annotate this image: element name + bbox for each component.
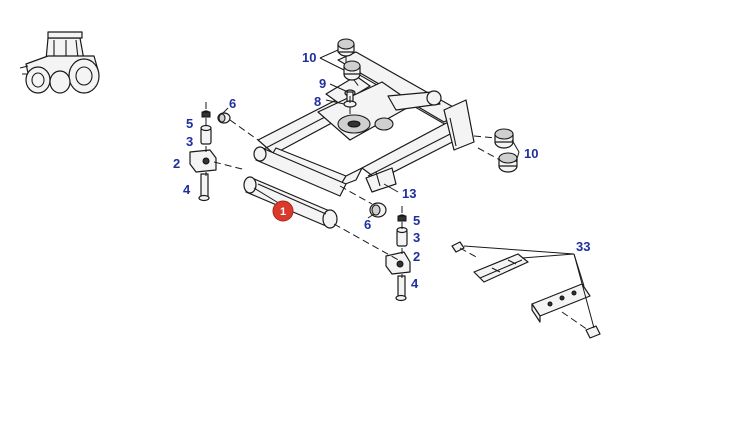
accessory-kit [451, 241, 601, 339]
label-part-5-right: 5 [413, 213, 420, 228]
label-part-6-top: 6 [229, 96, 236, 111]
axle-tube [243, 146, 347, 229]
left-mount-stack [189, 110, 231, 202]
label-part-33: 33 [576, 239, 590, 254]
main-frame [257, 51, 475, 193]
part-labels: 10 9 8 6 5 3 2 4 10 13 6 5 3 2 4 33 [173, 50, 590, 291]
label-part-6-bottom: 6 [364, 217, 371, 232]
label-part-13: 13 [402, 186, 416, 201]
label-part-9: 9 [319, 76, 326, 91]
bushing-bottom [369, 202, 387, 218]
callout-1-badge [272, 200, 294, 222]
tractor-icon [19, 31, 100, 94]
callout-1-number: 1 [280, 206, 286, 218]
rubber-mount-top [337, 38, 361, 81]
label-part-10-right: 10 [524, 146, 538, 161]
label-part-2-right: 2 [413, 249, 420, 264]
label-part-4-left: 4 [183, 182, 191, 197]
label-part-4-right: 4 [411, 276, 419, 291]
label-leaders [221, 49, 520, 219]
label-part-10-top: 10 [302, 50, 316, 65]
right-mount-stack [385, 214, 411, 302]
assembly-lines [205, 56, 501, 278]
label-part-8: 8 [314, 94, 321, 109]
rubber-mount-right [494, 128, 518, 173]
label-part-2-left: 2 [173, 156, 180, 171]
label-part-3-right: 3 [413, 230, 420, 245]
label-part-5-left: 5 [186, 116, 193, 131]
label-part-3-left: 3 [186, 134, 193, 149]
callout-1: 1 [253, 187, 294, 222]
